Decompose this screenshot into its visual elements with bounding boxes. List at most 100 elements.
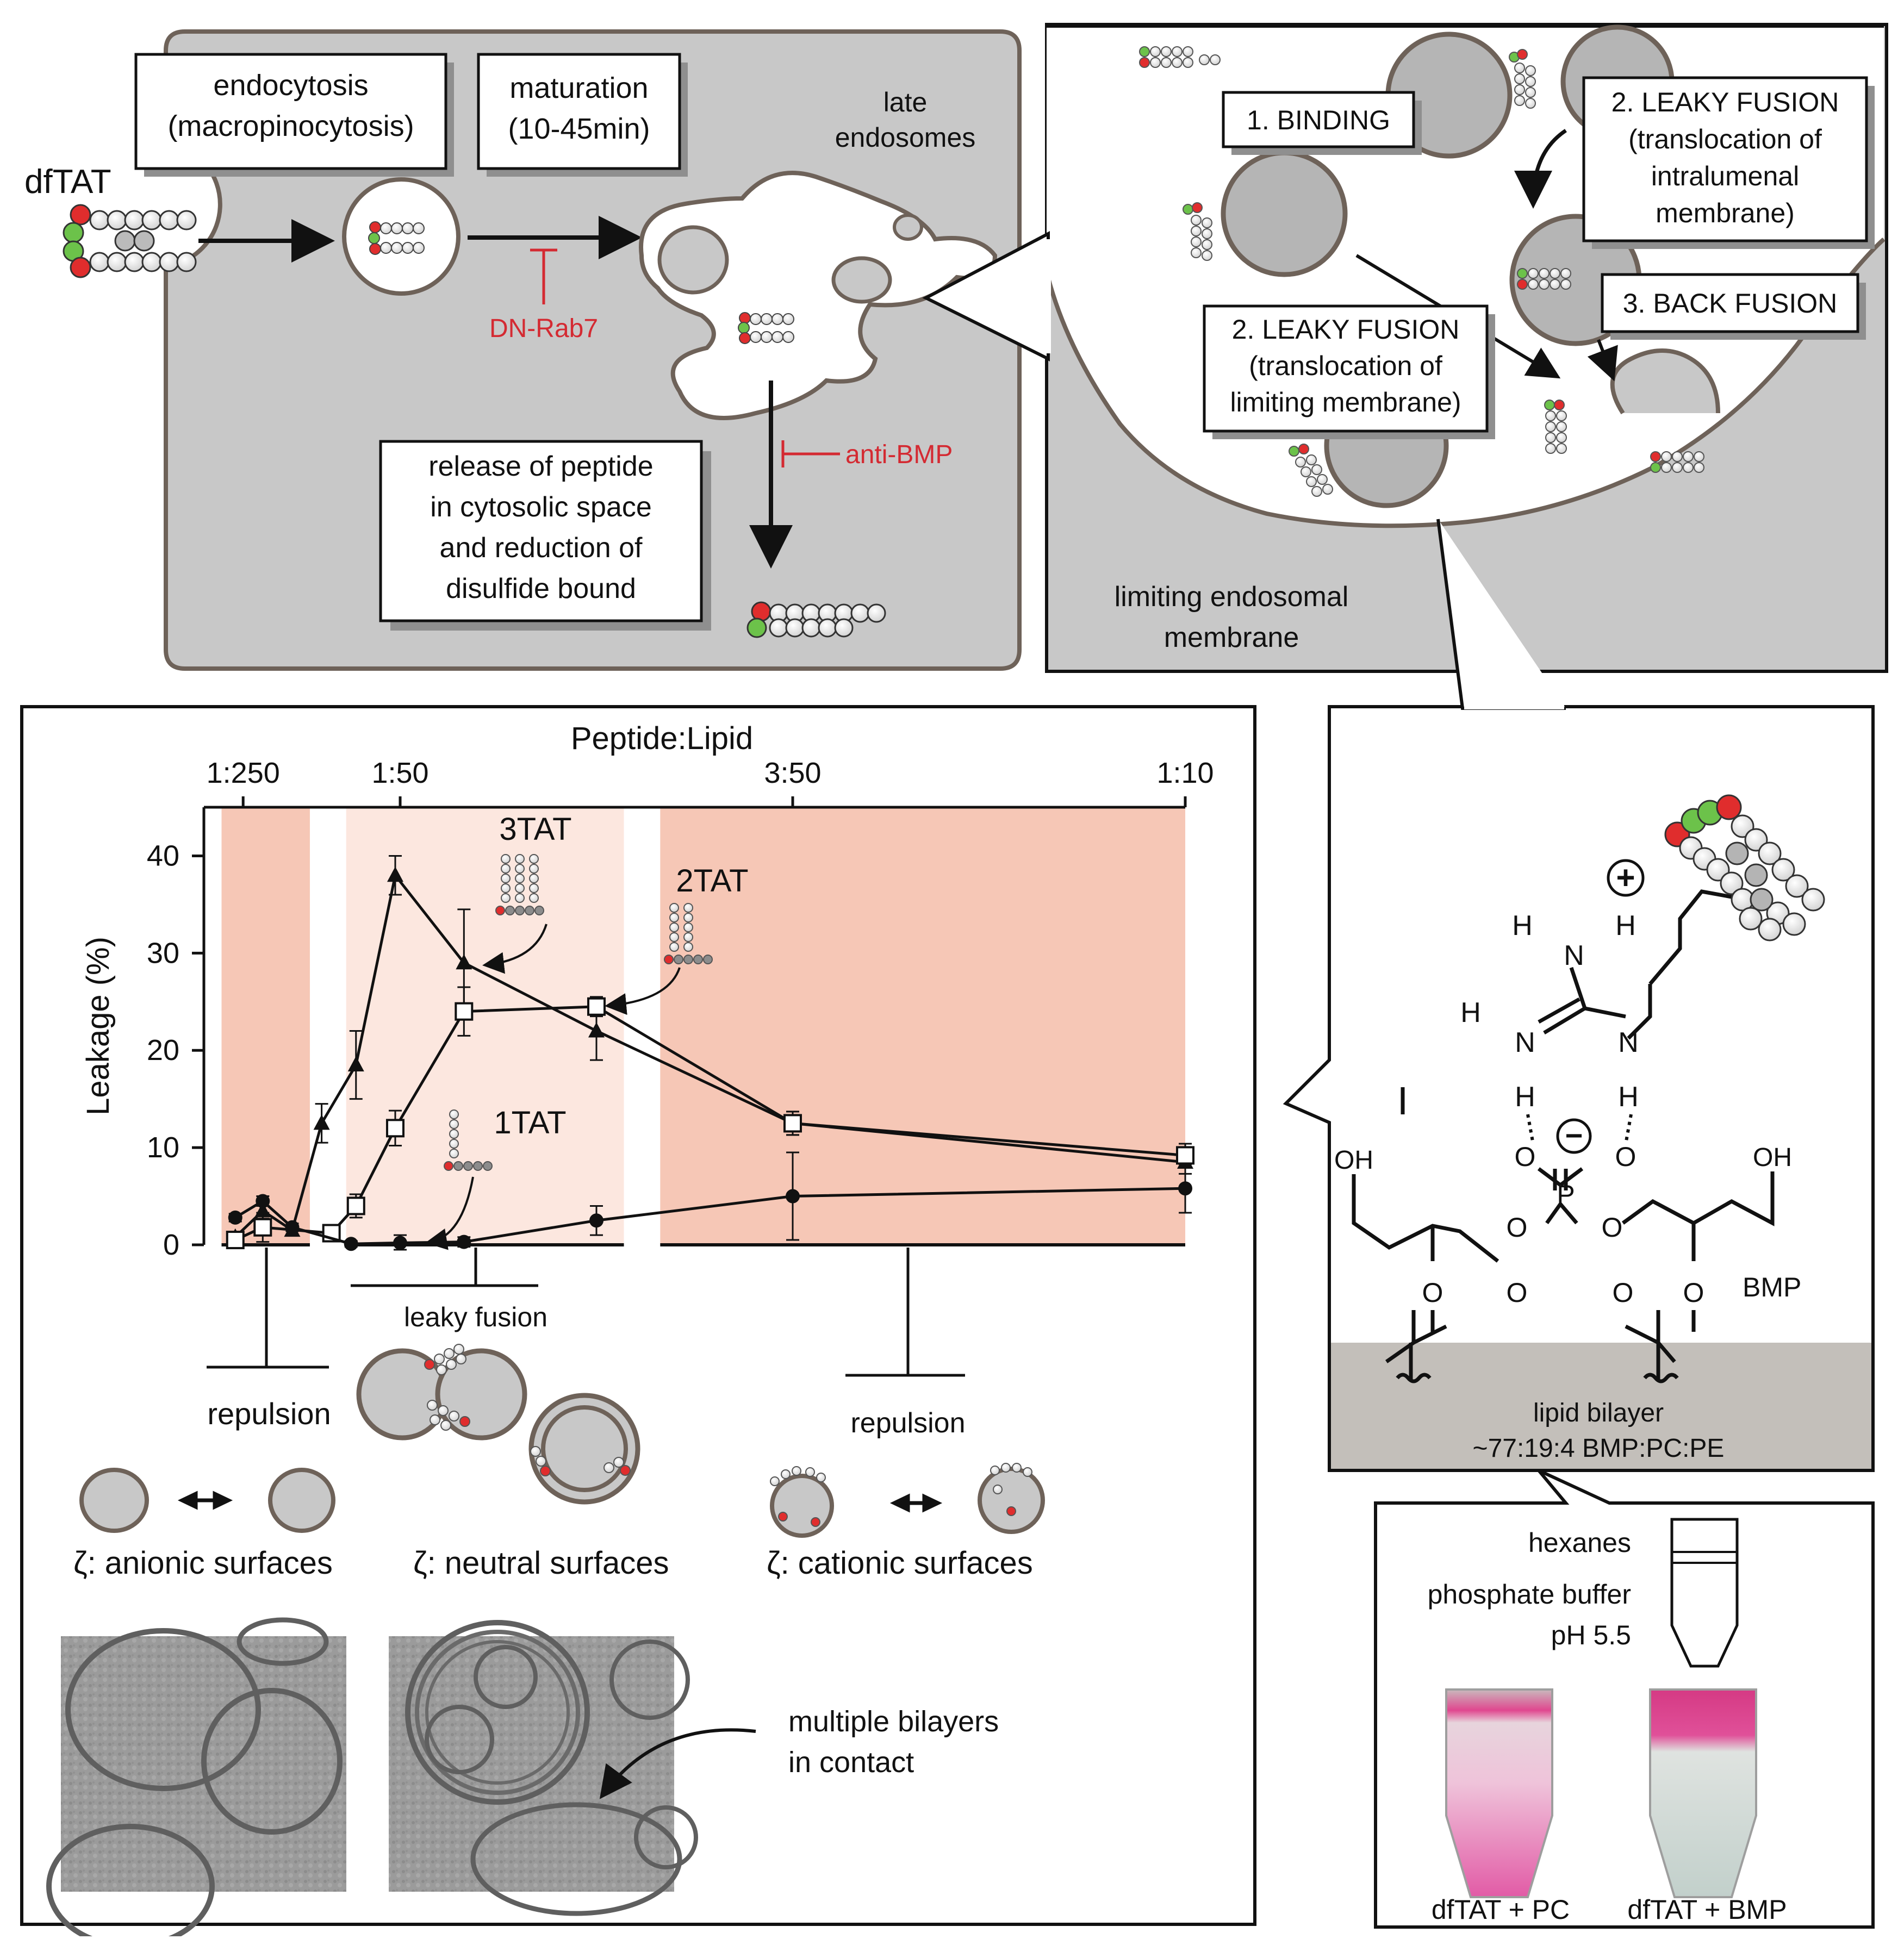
atom-o: O xyxy=(1602,1212,1623,1243)
tat-cartoon-bead xyxy=(449,1139,459,1149)
tube-bmp-label: dfTAT + BMP xyxy=(1627,1894,1787,1925)
tat-cartoon-bead xyxy=(669,913,679,922)
limiting-membrane-line1: limiting endosomal xyxy=(1115,581,1349,613)
cationic-vesicle-1 xyxy=(770,1474,834,1538)
late-endosome-peptide-icon xyxy=(738,312,794,344)
tat-cartoon-bead xyxy=(683,903,693,913)
dftat-label: dfTAT xyxy=(24,163,111,201)
bmp-label: BMP xyxy=(1743,1272,1801,1302)
tat-cartoon-base xyxy=(693,955,703,964)
endocytosis-box xyxy=(134,53,447,170)
tat-cartoon-base xyxy=(674,955,683,964)
atom-o: O xyxy=(1683,1277,1704,1308)
leaky-limiting-box xyxy=(1203,304,1489,433)
tat-cartoon-bead xyxy=(529,893,539,903)
cationic-peptide-icon xyxy=(770,1463,1032,1527)
chart-band-repulsion xyxy=(660,807,1185,1245)
micrograph-left xyxy=(46,1617,346,1939)
data-point-1TAT xyxy=(786,1189,800,1204)
series-annotation-2TAT: 2TAT xyxy=(676,863,748,899)
atom-o: O xyxy=(1507,1212,1528,1243)
cationic-vesicle-2 xyxy=(978,1467,1045,1534)
cationic-label: ζ: cationic surfaces xyxy=(767,1545,1033,1581)
repulsion-right-label: repulsion xyxy=(850,1407,965,1439)
release-box xyxy=(379,440,703,622)
top-tick-label: 1:250 xyxy=(207,757,280,789)
y-tick-label: 0 xyxy=(163,1229,179,1261)
late-endosomes-line1: late xyxy=(883,87,928,117)
atom-h: H xyxy=(1618,1081,1639,1113)
y-tick-label: 10 xyxy=(147,1131,179,1164)
top-left-panel: endocytosis (macropinocytosis) maturatio… xyxy=(24,29,1022,671)
tat-cartoon-bead xyxy=(669,942,679,952)
y-tick-label: 20 xyxy=(147,1034,179,1067)
tat-cartoon-bead xyxy=(501,874,511,883)
tat-cartoon-base xyxy=(703,955,713,964)
tat-cartoon-base xyxy=(534,906,544,915)
leaky-intralumenal-box xyxy=(1582,76,1868,242)
chart-band-repulsion xyxy=(221,807,310,1245)
data-point-1TAT xyxy=(256,1194,270,1208)
released-peptide-icon xyxy=(746,601,886,638)
chemistry-panel: lipid bilayer ~77:19:4 BMP:PC:PE xyxy=(1283,519,1875,1472)
atom-h: H xyxy=(1512,910,1533,942)
data-point-2TAT xyxy=(587,997,606,1016)
tat-cartoon-bead xyxy=(515,893,525,903)
tat-cartoon-base xyxy=(453,1161,463,1171)
atom-n: N xyxy=(1564,940,1584,971)
tat-cartoon-bead xyxy=(501,883,511,893)
leaky-intralumenal-line2: (translocation of xyxy=(1628,124,1822,154)
endosome-peptide-icon xyxy=(368,221,425,255)
release-line1: release of peptide xyxy=(428,451,653,482)
data-point-1TAT xyxy=(344,1237,358,1251)
series-annotation-1TAT: 1TAT xyxy=(494,1105,566,1140)
atom-h: H xyxy=(1460,997,1481,1028)
peptide-cluster-icon xyxy=(1139,46,1221,68)
tat-cartoon-bead xyxy=(501,893,511,903)
top-tick-label: 3:50 xyxy=(764,757,821,789)
leaky-limiting-line2: (translocation of xyxy=(1249,351,1442,381)
tube-pc-label: dfTAT + PC xyxy=(1432,1894,1570,1925)
annotation-arrow xyxy=(605,967,681,1015)
dn-rab7-label: DN-Rab7 xyxy=(489,314,598,343)
series-line-3TAT xyxy=(234,872,1186,1238)
buffer-line1: phosphate buffer xyxy=(1428,1579,1631,1610)
binding-label: 1. BINDING xyxy=(1247,105,1390,135)
bilayer-line2: ~77:19:4 BMP:PC:PE xyxy=(1473,1434,1725,1463)
leaky-intralumenal-line1: 2. LEAKY FUSION xyxy=(1611,87,1839,117)
y-tick-label: 40 xyxy=(147,839,179,872)
data-point-1TAT xyxy=(457,1235,471,1249)
endocytosis-line1: endocytosis xyxy=(213,69,368,102)
tat-cartoon-bead xyxy=(683,913,693,922)
tat-cartoon-bead xyxy=(683,942,693,952)
leaky-limiting-line3: limiting membrane) xyxy=(1230,387,1461,417)
nested-vesicle-inner xyxy=(541,1405,628,1492)
data-point-2TAT xyxy=(783,1114,802,1133)
tat-cartoon-bead xyxy=(501,864,511,874)
data-point-2TAT xyxy=(385,1119,405,1138)
late-endosomes-line2: endosomes xyxy=(835,122,976,153)
data-point-2TAT xyxy=(346,1196,365,1215)
tat-cartoon-bead xyxy=(529,854,539,864)
tat-cartoon-bead xyxy=(529,883,539,893)
binding-box xyxy=(1222,91,1415,148)
data-point-1TAT xyxy=(285,1220,300,1235)
bilayer-line1: lipid bilayer xyxy=(1533,1399,1664,1427)
hexanes-label: hexanes xyxy=(1528,1527,1631,1558)
positive-charge-icon: + xyxy=(1616,859,1635,896)
tat-cartoon-bead xyxy=(683,922,693,932)
leaky-fusion-label: leaky fusion xyxy=(404,1302,547,1332)
data-point-3TAT xyxy=(456,954,472,970)
data-point-3TAT xyxy=(387,866,403,882)
peptide-cluster-icon xyxy=(1289,444,1333,497)
anionic-vesicle-2 xyxy=(268,1468,335,1533)
tat-cartoon-bead xyxy=(501,854,511,864)
back-fusion-box xyxy=(1601,273,1859,333)
anionic-label: ζ: anionic surfaces xyxy=(73,1545,333,1581)
limiting-membrane-line xyxy=(1044,238,1886,528)
tat-cartoon-base xyxy=(664,955,674,964)
atom-n: N xyxy=(1515,1027,1535,1058)
early-endosome xyxy=(342,177,461,296)
back-fusion-label: 3. BACK FUSION xyxy=(1623,288,1838,319)
maturation-box xyxy=(477,53,681,170)
